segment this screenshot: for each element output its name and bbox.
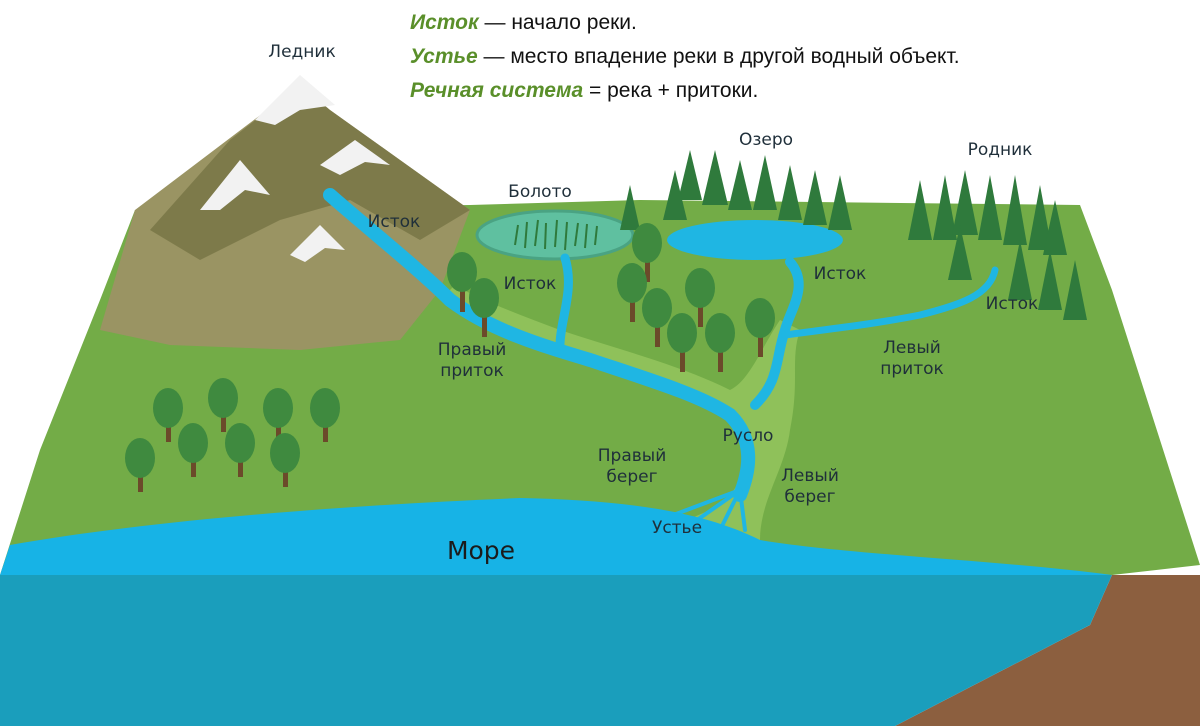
mountain-ridge-dark	[150, 85, 470, 260]
spring-stream	[781, 266, 999, 339]
definition-source: Исток — начало реки.	[410, 6, 960, 40]
label-mouth: Устье	[651, 518, 703, 538]
label-source-swamp: Исток	[503, 274, 557, 294]
label-channel: Русло	[722, 426, 774, 446]
separator: —	[477, 45, 511, 68]
separator: =	[583, 79, 608, 102]
label-line: Левый	[781, 466, 839, 486]
label-line: берег	[606, 467, 658, 487]
term-mouth: Устье	[410, 45, 478, 68]
swamp-outflow	[555, 253, 573, 350]
label-line: Правый	[437, 340, 507, 360]
definition-text: река + притоки.	[607, 79, 759, 102]
sea-side	[0, 575, 1112, 726]
label-source-spring: Исток	[985, 294, 1039, 314]
main-river	[323, 188, 756, 502]
mountain-peak-main	[255, 75, 335, 125]
label-spring: Родник	[967, 140, 1033, 160]
label-source-mountain: Исток	[367, 212, 421, 232]
swamp-reeds	[514, 219, 598, 251]
mountain-peak-mid	[320, 140, 390, 175]
soil-side	[895, 575, 1200, 726]
label-sea: Море	[446, 536, 516, 565]
definition-mouth: Устье — место впадение реки в другой вод…	[410, 40, 960, 74]
label-line: берег	[784, 487, 836, 507]
sea-surface	[0, 498, 1112, 575]
mountain-peak-low	[290, 225, 345, 262]
definition-text: начало реки.	[511, 11, 637, 34]
label-source-lake: Исток	[813, 264, 867, 284]
coniferous-forest	[620, 150, 1087, 320]
definitions-block: Исток — начало реки. Устье — место впаде…	[410, 6, 960, 108]
definition-text: место впадение реки в другой водный объе…	[510, 45, 960, 68]
lake-outflow	[750, 257, 804, 410]
deciduous-trees	[125, 223, 775, 492]
label-right-bank: Правый берег	[598, 446, 666, 488]
label-glacier: Ледник	[268, 42, 336, 62]
label-line: Левый	[883, 338, 941, 358]
term-source: Исток	[410, 11, 479, 34]
label-right-tributary: Правый приток	[438, 340, 506, 382]
mountain-peak-left	[200, 160, 270, 210]
label-swamp: Болото	[508, 182, 572, 202]
lake	[667, 220, 843, 260]
label-line: приток	[440, 361, 504, 381]
river-network	[323, 188, 999, 502]
label-line: Правый	[597, 446, 667, 466]
label-left-bank: Левый берег	[781, 466, 839, 508]
term-river-system: Речная система	[410, 79, 584, 102]
definition-river-system: Речная система = река + притоки.	[410, 74, 960, 108]
label-line: приток	[880, 359, 944, 379]
label-lake: Озеро	[738, 130, 794, 150]
separator: —	[478, 11, 512, 34]
label-left-tributary: Левый приток	[880, 338, 944, 380]
